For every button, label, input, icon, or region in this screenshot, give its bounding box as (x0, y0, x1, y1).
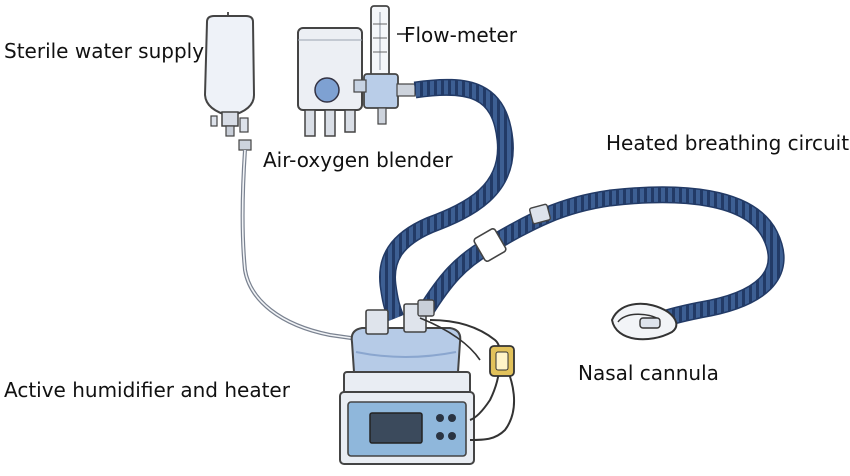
heater-base (339, 371, 475, 465)
water-supply-tube (240, 149, 366, 342)
air-oxygen-blender (297, 27, 363, 137)
inspiratory-hose (379, 78, 514, 322)
label-active-humidifier-heater: Active humidifier and heater (4, 378, 290, 402)
heated-breathing-circuit (417, 186, 785, 330)
sensor-wires (419, 317, 516, 441)
flow-meter (353, 5, 416, 125)
label-flow-meter: Flow-meter (404, 23, 518, 47)
label-heated-breathing-circuit: Heated breathing circuit (606, 131, 850, 155)
sterile-water-bag (203, 12, 256, 151)
label-air-oxygen-blender: Air-oxygen blender (263, 148, 453, 172)
label-sterile-water-supply: Sterile water supply (4, 39, 205, 63)
humidifier-chamber (350, 299, 462, 379)
nasal-cannula (610, 302, 678, 341)
label-nasal-cannula: Nasal cannula (578, 361, 719, 385)
